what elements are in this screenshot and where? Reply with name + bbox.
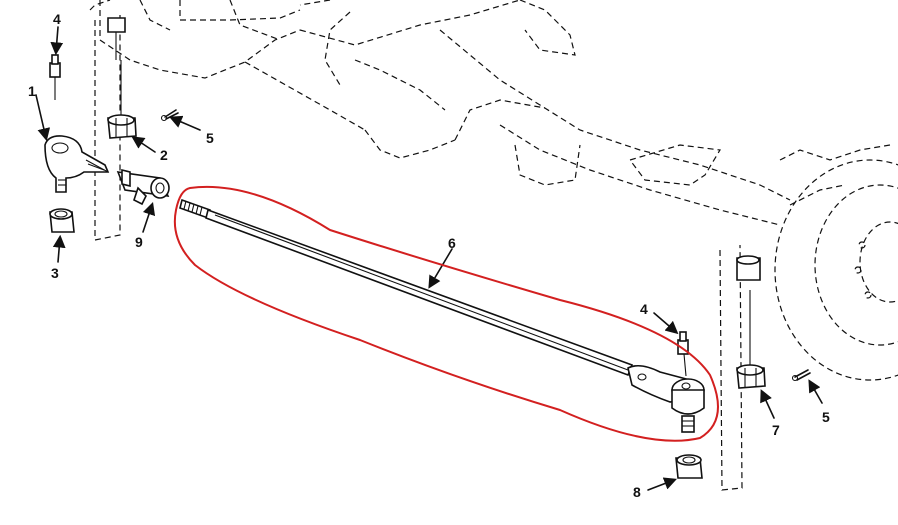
tie-rod-end-right — [671, 378, 705, 433]
callout-5-left: 5 — [206, 130, 214, 146]
cotter-pin-right — [791, 369, 811, 382]
callout-7: 7 — [772, 422, 780, 438]
callout-5-right: 5 — [822, 409, 830, 425]
callout-labels: 1 2 3 4 4 5 5 6 7 8 9 — [28, 11, 830, 500]
callout-2: 2 — [160, 147, 168, 163]
lube-fitting-right — [677, 331, 689, 377]
axle-housing — [89, 0, 791, 226]
castle-nut-right — [736, 290, 766, 389]
brake-drum — [774, 144, 898, 381]
lube-fitting-left — [49, 54, 61, 100]
tie-rod — [179, 198, 693, 403]
boot-nut-left — [49, 208, 75, 233]
castle-nut-left — [107, 60, 137, 139]
callout-8: 8 — [633, 484, 641, 500]
callout-6: 6 — [448, 235, 456, 251]
knuckle-stud-top — [107, 17, 126, 60]
callout-1: 1 — [28, 83, 36, 99]
leader-lines — [35, 26, 823, 491]
highlight-ellipse — [173, 185, 719, 442]
adjuster-clamp — [116, 168, 170, 206]
callout-9: 9 — [135, 234, 143, 250]
tie-rod-end-left — [44, 135, 110, 193]
boot-nut-right — [675, 454, 703, 479]
callout-3: 3 — [51, 265, 59, 281]
knuckle-stud-right — [736, 255, 761, 281]
callout-4-left: 4 — [53, 11, 61, 27]
callout-4-right: 4 — [640, 301, 648, 317]
